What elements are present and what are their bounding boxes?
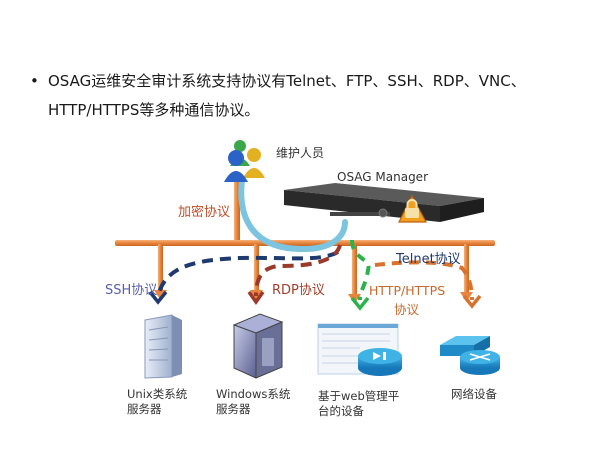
unix-server-icon (144, 314, 182, 379)
rdp-arrowhead (247, 290, 265, 306)
telnet-protocol-label: Telnet协议 (396, 252, 461, 267)
operator-label: 维护人员 (276, 146, 325, 160)
telnet-path (374, 260, 474, 301)
osag-manager-server (284, 183, 484, 222)
network-device-icon (440, 336, 500, 375)
http-protocol-label-2: 协议 (394, 302, 420, 317)
device-label-web: 基于web管理平 台的设备 (318, 389, 400, 418)
rdp-path (254, 244, 342, 297)
http-arrowhead (350, 296, 370, 311)
bullet-line-1: OSAG运维安全审计系统支持协议有Telnet、FTP、SSH、RDP、VNC、 (48, 72, 526, 90)
encrypted-protocol-label: 加密协议 (178, 205, 231, 220)
device-label-windows: Windows系统 服务器 (216, 387, 291, 416)
device-label-unix: Unix类系统 服务器 (127, 387, 188, 416)
telnet-arrowhead (462, 294, 482, 309)
drop-windows (254, 244, 259, 292)
http-protocol-label: HTTP/HTTPS (369, 283, 446, 298)
drop-unix (158, 244, 163, 292)
operator-stem (234, 178, 240, 242)
device-label-network: 网络设备 (451, 387, 497, 401)
manager-label: OSAG Manager (337, 170, 428, 184)
network-bus (115, 240, 495, 246)
ssh-arrowhead (148, 290, 168, 305)
web-management-icon (317, 323, 402, 376)
bullet-line-2: HTTP/HTTPS等多种通信协议。 (48, 101, 260, 119)
drop-network (464, 244, 469, 294)
encrypted-path (238, 177, 348, 253)
http-path (350, 239, 371, 301)
drop-web (352, 244, 357, 296)
rdp-protocol-label: RDP协议 (272, 283, 325, 298)
windows-server-icon (232, 313, 284, 379)
operator-people-icon (224, 140, 265, 182)
bullet-dot: • (30, 72, 39, 90)
ssh-protocol-label: SSH协议 (105, 283, 158, 298)
ssh-path (156, 250, 339, 297)
bullet-text: OSAG运维安全审计系统支持协议有Telnet、FTP、SSH、RDP、VNC、… (48, 67, 578, 125)
lock-warning-icon (398, 194, 428, 223)
